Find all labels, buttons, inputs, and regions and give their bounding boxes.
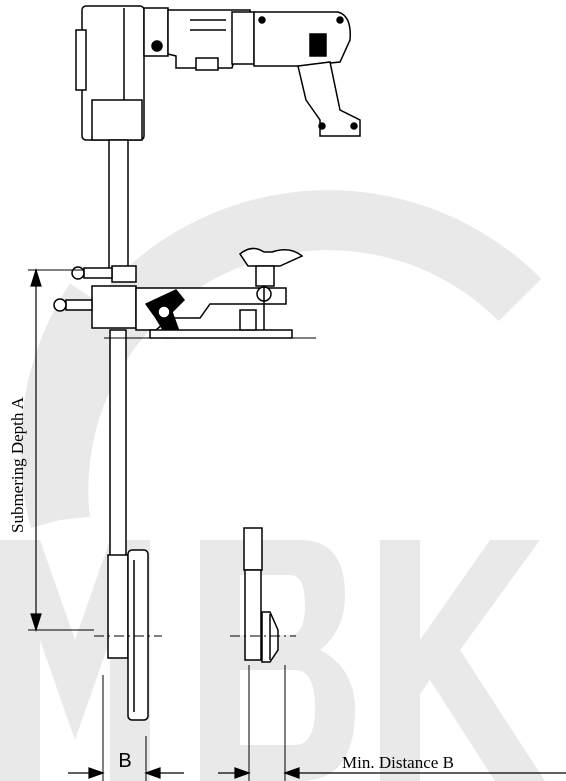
dimension-b-arrow-left — [88, 767, 105, 779]
drill-head-face — [75, 29, 87, 91]
reference-lines — [28, 269, 296, 781]
clamp-stop-screw — [83, 267, 113, 279]
clamp-screw-handle — [239, 247, 304, 267]
min-distance-label: Min. Distance B — [342, 753, 454, 772]
clamp-collar — [111, 265, 137, 283]
drill-screw — [318, 122, 326, 130]
watermark-letter-k — [380, 540, 545, 781]
drill-trigger — [195, 57, 219, 71]
dimension-b-arrow-right — [144, 767, 161, 779]
drill-screw — [350, 122, 358, 130]
clamp-stop-knob — [71, 266, 85, 280]
tool-head-right-cap — [243, 527, 263, 571]
tool-head-right-arm — [244, 569, 262, 661]
dimension-a — [30, 267, 42, 633]
clamp-pivot — [157, 305, 171, 319]
tool-head-right — [243, 527, 279, 663]
dimension-min-b-arrow-left — [234, 767, 251, 779]
tool-head-left-arm — [107, 554, 129, 659]
drill-collar — [231, 11, 255, 65]
b-marker-label: B — [118, 750, 131, 772]
dimension-a-arrow-bottom — [30, 613, 42, 633]
clamp-side-knob — [53, 298, 67, 312]
drill — [75, 5, 361, 141]
watermark — [20, 190, 542, 528]
shaft-lower — [109, 329, 127, 561]
clamp-jaw — [239, 309, 257, 331]
clamp-side-screw — [65, 299, 93, 311]
drill-screw — [336, 16, 344, 24]
dimension-min-b-arrow-right — [283, 767, 300, 779]
shaft — [108, 139, 129, 561]
dimension-b — [68, 767, 184, 779]
drill-head-lower — [91, 99, 143, 141]
submerging-depth-label: Submering Depth A — [8, 396, 27, 533]
tool-head-left-disc — [127, 549, 149, 721]
clamp-block — [91, 285, 137, 329]
shaft-upper — [108, 139, 129, 271]
dimension-min-b — [218, 767, 566, 779]
watermark-letters — [0, 540, 545, 781]
clamp-base-plate — [149, 329, 293, 339]
clamp-screw-shank — [255, 265, 275, 287]
drill-switch — [309, 33, 327, 57]
drill-screw — [258, 16, 266, 24]
drill-motor — [253, 11, 351, 67]
drill-gear-screw — [151, 40, 163, 52]
dimension-a-arrow-top — [30, 267, 42, 287]
clamp-assembly — [53, 247, 316, 339]
watermark-ring-left — [20, 283, 121, 528]
watermark-letter-b — [200, 540, 355, 781]
drill-handle — [297, 61, 361, 137]
